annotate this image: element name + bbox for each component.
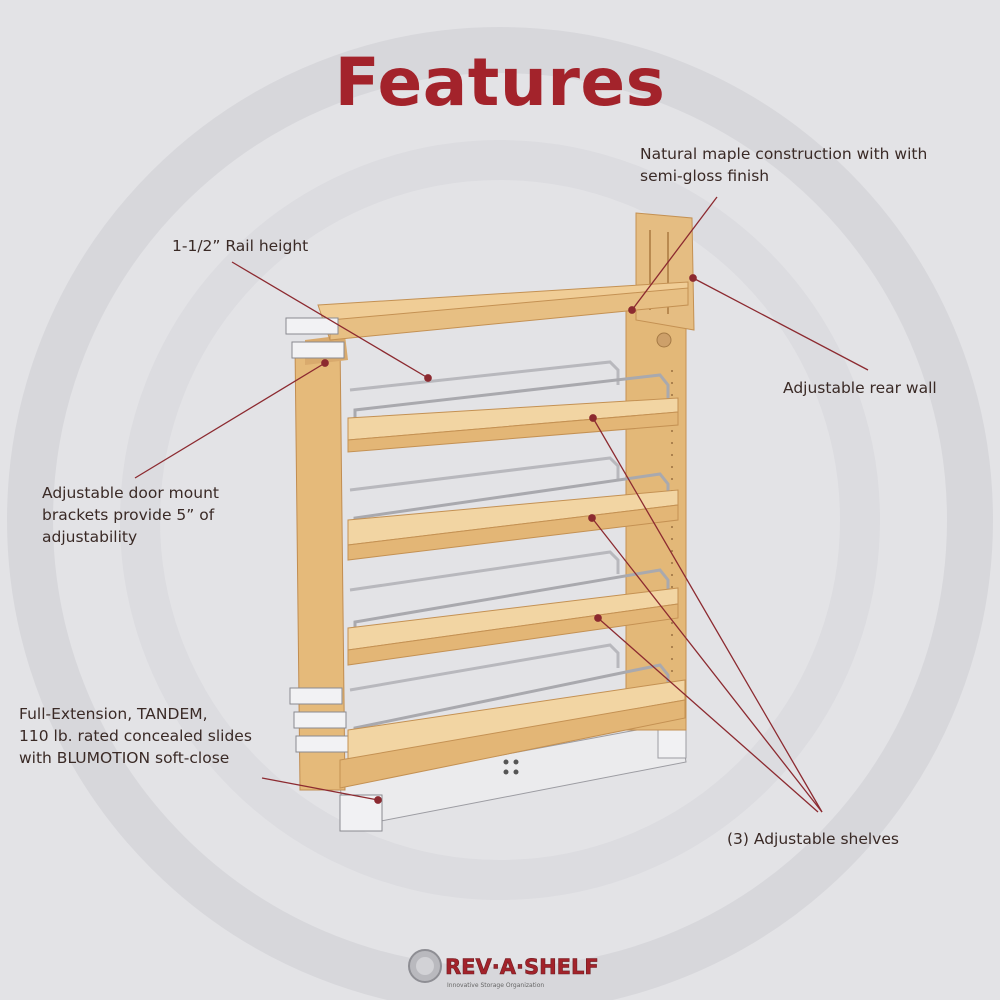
rev-a-shelf-logo: REV·A·SHELF Innovative Storage Organizat…: [408, 949, 599, 989]
leader-dot-slides: [374, 796, 382, 804]
door-mount-brackets: [285, 317, 349, 753]
leader-dot-maple: [628, 306, 636, 314]
leader-dot-shelf-2: [588, 514, 596, 522]
shelves: [339, 360, 686, 789]
callout-adjustable-shelves: (3) Adjustable shelves: [727, 830, 899, 848]
leader-dot-shelf-3: [594, 614, 602, 622]
callout-maple-line-2: semi-gloss finish: [640, 167, 770, 185]
leader-dot-rail: [424, 374, 432, 382]
leader-line-rear-wall: [692, 277, 869, 371]
callout-door-mount: Adjustable door mount brackets provide 5…: [42, 482, 302, 548]
callout-slides: Full-Extension, TANDEM, 110 lb. rated co…: [19, 703, 319, 769]
callout-rail-height: 1-1/2” Rail height: [172, 237, 309, 255]
leader-line-shelf-2: [591, 517, 823, 813]
leader-line-rail: [231, 261, 429, 379]
bottom-shelf: [339, 643, 686, 789]
callout-rear-wall: Adjustable rear wall: [783, 379, 937, 397]
callout-door-line-1: Adjustable door mount: [42, 484, 219, 502]
leader-dot-door-mount: [321, 359, 329, 367]
leader-dot-shelf-1: [589, 414, 597, 422]
leader-line-shelf-3: [597, 617, 819, 813]
callout-door-line-2: brackets provide 5” of: [42, 506, 215, 524]
logo-wordmark: REV·A·SHELF: [445, 955, 599, 979]
leader-line-slides: [261, 777, 379, 801]
leader-line-door-mount: [134, 362, 326, 479]
callout-slides-line-3: with BLUMOTION soft-close: [19, 749, 230, 767]
leader-line-shelf-1: [592, 417, 823, 813]
leader-line-maple: [631, 196, 718, 311]
logo-tagline: Innovative Storage Organization: [447, 982, 544, 989]
callout-maple-line-1: Natural maple construction with with: [640, 145, 928, 163]
tandem-slide: [339, 721, 687, 832]
callout-maple-construction: Natural maple construction with with sem…: [640, 143, 980, 187]
page-title: Features: [334, 44, 666, 121]
leader-dot-rear-wall: [689, 274, 697, 282]
callout-slides-line-1: Full-Extension, TANDEM,: [19, 705, 208, 723]
leader-lines: [134, 196, 869, 813]
callout-door-line-3: adjustability: [42, 528, 138, 546]
callout-slides-line-2: 110 lb. rated concealed slides: [19, 727, 252, 745]
